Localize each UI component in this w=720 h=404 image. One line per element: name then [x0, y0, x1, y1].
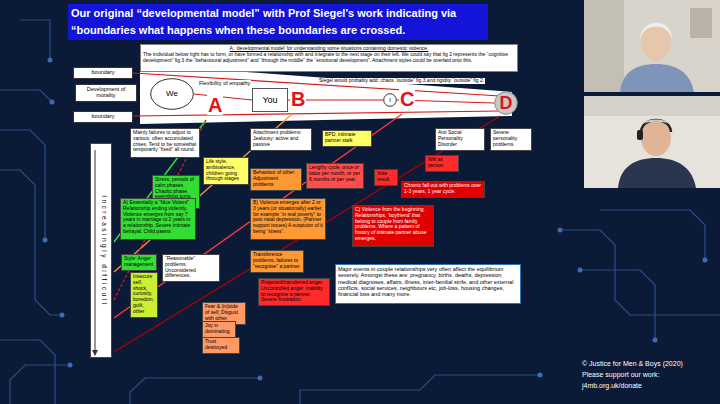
box-text: boundary: [76, 113, 130, 119]
trait-box: Chronic fall-out with problems over 1-3 …: [401, 181, 485, 198]
box-text: We: [166, 89, 178, 98]
copyright-note: Please support our work:: [582, 371, 659, 379]
category-box: Attachment problems: Jealousy: active an…: [250, 128, 312, 151]
box-text: “Reasonable” problems. Unconsidered diff…: [165, 256, 217, 279]
emotion-box: Trust destroyed: [202, 337, 240, 354]
box-text: You: [262, 95, 277, 105]
node-outline: [495, 92, 518, 115]
box-text: Chronic fall-out with problems over 1-3 …: [404, 183, 482, 195]
box-text: Trust destroyed: [205, 339, 237, 351]
box-text: Style: Anger management: [124, 256, 154, 268]
stage-letter: A: [207, 95, 223, 115]
box-text: Insecure self, shock, curiosity, boredom…: [133, 274, 155, 314]
problem-box: “Reasonable” problems. Unconsidered diff…: [162, 254, 220, 282]
copyright-note: j4mb.org.uk/donate: [582, 382, 642, 390]
box-text: Severe personality problems: [493, 130, 529, 147]
box-text: Behaviour of other: Adjustment problems: [253, 170, 299, 187]
box-text: Joy in dominating: [205, 323, 233, 335]
note-box: Major events in couple relationships ver…: [335, 264, 521, 304]
difficulty-lines: [114, 114, 500, 352]
box-text: The individual below right has to form, …: [143, 52, 515, 64]
problem-box: Projected/transferred anger. Uncontrolle…: [258, 278, 330, 306]
box-text: Transference problems, failures to “reco…: [253, 252, 301, 269]
morality-box: Development of morality: [75, 84, 137, 102]
node-outline: [151, 79, 194, 110]
box-text: C) Violence from the beginning. Relation…: [355, 207, 431, 242]
stage-letter: C: [399, 89, 415, 109]
trait-box: Behaviour of other: Adjustment problems: [250, 168, 302, 191]
box-text: A) Essentially a “Nice Violent” Relation…: [123, 200, 193, 235]
boundary-box: boundary: [73, 67, 133, 79]
box-text: B) Violence emerges after 2 or 3 years (…: [253, 200, 323, 235]
box-text: Life style, ambivalence, children going …: [206, 159, 246, 182]
box-text: Increasingly difficult: [100, 195, 107, 307]
type-box: C) Violence from the beginning. Relation…: [352, 205, 434, 247]
difficulty-arrow: [92, 350, 98, 356]
box-text: Projected/transferred anger. Uncontrolle…: [261, 280, 327, 303]
box-text: boundary: [76, 69, 130, 75]
emotion-box: Insecure self, shock, curiosity, boredom…: [130, 272, 158, 318]
box-text: I: [389, 97, 391, 104]
stage-letter: B: [290, 89, 306, 109]
emotion-box: Joy in dominating: [202, 321, 236, 338]
trait-box: Life style, ambivalence, children going …: [203, 157, 249, 185]
trait-box: Will as person: [425, 155, 459, 172]
difficulty-arrow: [95, 150, 96, 351]
box-text: Major events in couple relationships ver…: [338, 266, 518, 298]
description-box: A: ‘developmental model’ for understandi…: [140, 44, 518, 72]
annotation: Flexibility of empathy: [198, 80, 251, 86]
box-text: Development of morality: [78, 86, 134, 99]
trait-box: Vote result: [374, 169, 398, 186]
box-text: Attachment problems: Jealousy: active an…: [253, 130, 309, 147]
type-box: B) Violence emerges after 2 or 3 years (…: [250, 198, 326, 240]
slide-title: Our original “developmental model” with …: [68, 4, 488, 40]
box-text: D: [500, 93, 513, 114]
box-text: Anti Social Personality Disorder: [438, 130, 482, 147]
box-text: Vote result: [377, 171, 395, 183]
stage-ellipse: We: [150, 78, 194, 110]
type-box: A) Essentially a “Nice Violent” Relation…: [120, 198, 196, 240]
problem-box: Transference problems, failures to “reco…: [250, 250, 304, 273]
box-text: Fear & (in)side of self, Disgust with ot…: [205, 304, 243, 321]
box-text: Will as person: [428, 157, 456, 169]
boundary-box: boundary: [73, 111, 133, 123]
stage-box: You: [252, 88, 288, 112]
boundary-lines: [133, 73, 500, 116]
category-box: Mainly failures to adjust to various, of…: [130, 128, 200, 158]
category-box: Anti Social Personality Disorder: [435, 128, 485, 151]
stage-circle: D: [494, 91, 518, 115]
box-text: Lengthy cycle, once or twice per month, …: [309, 165, 361, 182]
stage-circle: I: [383, 93, 397, 107]
box-text: BPD, intimate partner stalk: [325, 132, 369, 144]
copyright-note: © Justice for Men & Boys (2020): [582, 360, 683, 368]
trait-box: Lengthy cycle, once or twice per month, …: [306, 163, 364, 189]
category-box: Severe personality problems: [490, 128, 532, 151]
category-box: BPD, intimate partner stalk: [322, 130, 372, 147]
webcam-bottom: [584, 96, 720, 188]
node-outline: [384, 94, 397, 107]
webcam-top: [584, 0, 720, 92]
box-text: Mainly failures to adjust to various, of…: [133, 130, 197, 153]
annotation: Siegel would probably add: chaos “outsid…: [318, 78, 485, 84]
difficulty-axis: Increasingly difficult: [90, 143, 112, 358]
problem-box: Style: Anger management: [121, 254, 157, 271]
